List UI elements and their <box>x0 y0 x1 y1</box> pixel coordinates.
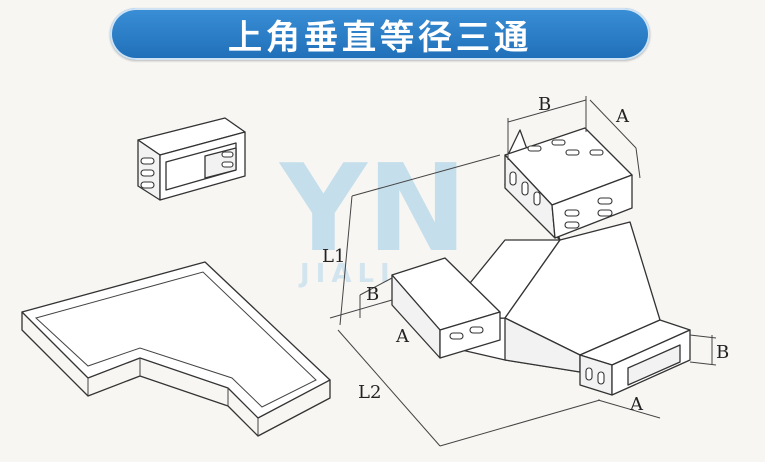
watermark-text: JIALI <box>298 259 396 289</box>
page-title: 上角垂直等径三通 <box>228 17 532 58</box>
watermark: YN JIALI <box>278 140 467 289</box>
dim-label-top-b: B <box>538 94 551 115</box>
watermark-logo: YN <box>278 140 467 279</box>
dim-label-right-b: B <box>716 342 729 363</box>
dim-label-l1: L1 <box>322 246 345 267</box>
tee-drawing <box>329 96 717 447</box>
dim-label-l2: L2 <box>358 382 381 403</box>
end-cap-drawing <box>137 117 246 201</box>
dim-label-right-a: A <box>629 394 644 415</box>
elbow-plate-drawing <box>21 261 331 437</box>
dim-label-left-b: B <box>366 284 379 305</box>
title-banner: 上角垂直等径三通 <box>110 8 650 60</box>
dim-label-top-a: A <box>615 106 630 127</box>
dim-label-left-a: A <box>395 326 410 347</box>
